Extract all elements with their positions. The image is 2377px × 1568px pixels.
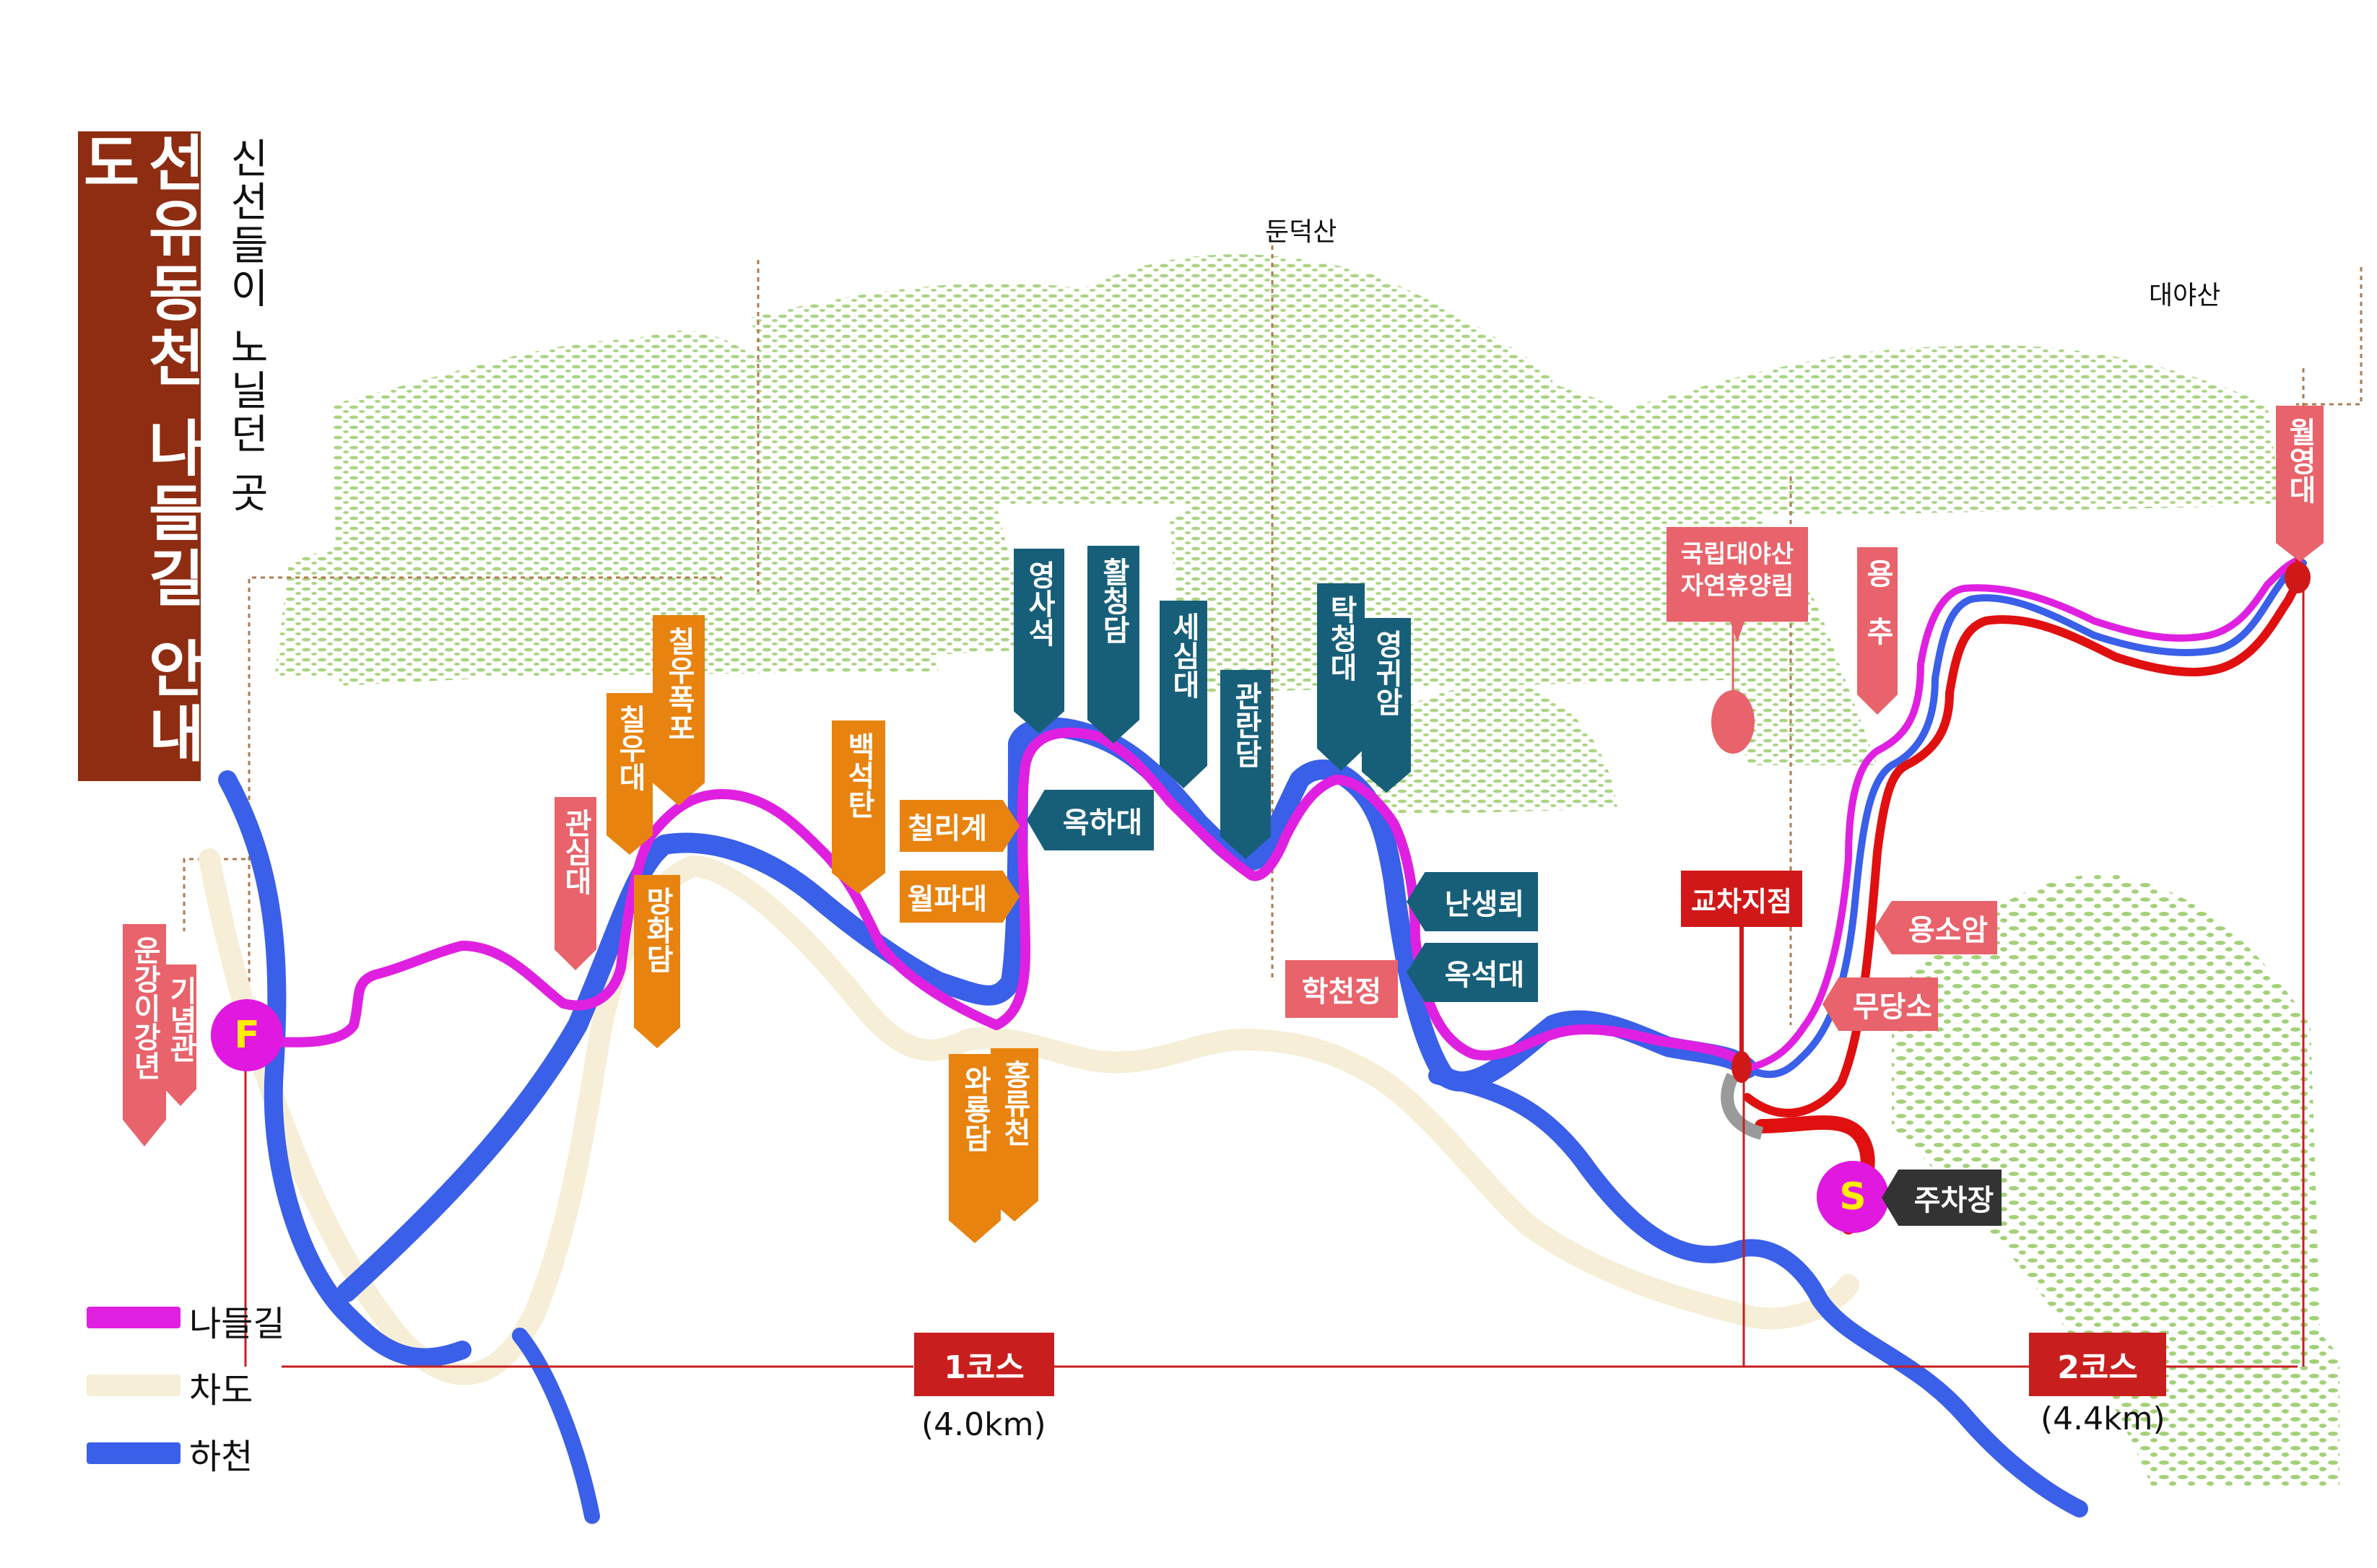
label-yongryu-cheon: 홍류천	[991, 1048, 1038, 1221]
label-takcheong-dae-text: 탁청대	[1324, 595, 1357, 681]
start-marker: S	[1817, 1161, 1889, 1233]
label-chilu-pokpo: 칠우폭포	[653, 615, 705, 806]
label-forest: 국립대야산 자연휴양림	[1666, 527, 1808, 643]
label-yeonggwi-am: 영귀암	[1362, 618, 1411, 793]
junction-point	[1731, 1051, 1752, 1083]
legend-trail-swatch	[87, 1307, 181, 1328]
peak-dundeok: 둔덕산	[1265, 217, 1337, 247]
legend-river-swatch	[87, 1442, 181, 1464]
label-ginyeomgwan: 기념관	[165, 964, 196, 1106]
mountain-illustrations	[274, 254, 2339, 1487]
label-okha-dae: 옥하대	[1027, 790, 1154, 850]
label-nansaengroe: 난생뢰	[1407, 872, 1538, 931]
label-warong-dam-text: 와룡담	[958, 1066, 991, 1152]
label-mudang-so: 무당소	[1822, 977, 1938, 1031]
legend-trail-label: 나들길	[189, 1304, 285, 1344]
label-yongryu-cheon-text: 홍류천	[998, 1060, 1031, 1146]
label-gwansim-dae: 관심대	[555, 797, 596, 970]
label-gwansim-dae-text: 관심대	[559, 809, 592, 895]
course2-distance: (4.4km)	[2041, 1401, 2165, 1437]
page-title: 선유동천 나들길 안내도	[71, 131, 207, 781]
label-okseok-dae: 옥석대	[1407, 943, 1538, 1002]
label-hwalcheong-dam-text: 활청담	[1097, 557, 1130, 644]
label-manghwa-dam-text: 망화담	[640, 887, 674, 973]
label-yongso-am: 용소암	[1874, 901, 1997, 954]
label-forest-text: 국립대야산 자연휴양림	[1680, 540, 1794, 601]
junction-arc	[1721, 1072, 1764, 1140]
label-manghwa-dam: 망화담	[634, 875, 680, 1048]
label-chilligye: 칠리계	[900, 800, 1020, 852]
label-baekseok-tan: 백석탄	[832, 720, 885, 894]
label-woryeong-dae-text: 월영대	[2283, 417, 2316, 504]
course-baseline	[244, 578, 2305, 1368]
woryeong-point	[2285, 562, 2311, 593]
forest-icon	[1711, 690, 1755, 754]
legend-road-label: 차도	[189, 1370, 253, 1411]
sign-junction: 교차지점	[1681, 871, 1802, 927]
label-ginyeomgwan-text: 기념관	[164, 976, 197, 1063]
label-ungang-text: 운강이강년	[128, 936, 161, 1080]
label-woryeong-dae: 월영대	[2276, 406, 2324, 562]
legend-road-swatch	[87, 1375, 181, 1396]
label-chilu-pokpo-text: 칠우폭포	[662, 627, 695, 742]
finish-marker: F	[211, 999, 283, 1071]
legend-river-label: 하천	[189, 1437, 253, 1477]
label-yeongsaseok-text: 영사석	[1022, 560, 1056, 647]
label-yeongsaseok: 영사석	[1014, 549, 1064, 733]
label-gwallan-dam: 관란담	[1220, 670, 1271, 859]
peak-daeya: 대야산	[2149, 281, 2221, 310]
label-hakcheon-jeong: 학천정	[1285, 960, 1398, 1018]
road-path	[199, 848, 1859, 1385]
course1-distance: (4.0km)	[921, 1406, 1046, 1443]
label-baekseok-tan-text: 백석탄	[842, 732, 875, 819]
course2-badge: 2코스	[2029, 1333, 2166, 1396]
label-yeonggwi-am-text: 영귀암	[1370, 630, 1403, 716]
label-yongchu: 용추	[1857, 547, 1898, 715]
course1-badge: 1코스	[914, 1333, 1054, 1396]
label-yongchu-text: 용추	[1861, 559, 1894, 674]
page-subtitle: 신선들이 노닐던 곳	[222, 137, 269, 515]
label-wolpa-dae: 월파대	[900, 871, 1020, 923]
label-chilu-dae-text: 칠우대	[613, 705, 646, 791]
label-sesim-dae: 세심대	[1160, 601, 1207, 788]
label-chilu-dae: 칠우대	[607, 693, 653, 855]
label-ungang: 운강이강년	[123, 924, 166, 1146]
label-sesim-dae-text: 세심대	[1167, 612, 1200, 699]
label-parking: 주차장	[1882, 1170, 2002, 1226]
label-takcheong-dae: 탁청대	[1317, 583, 1365, 771]
label-gwallan-dam-text: 관란담	[1229, 681, 1262, 768]
label-hwalcheong-dam: 활청담	[1087, 546, 1139, 744]
